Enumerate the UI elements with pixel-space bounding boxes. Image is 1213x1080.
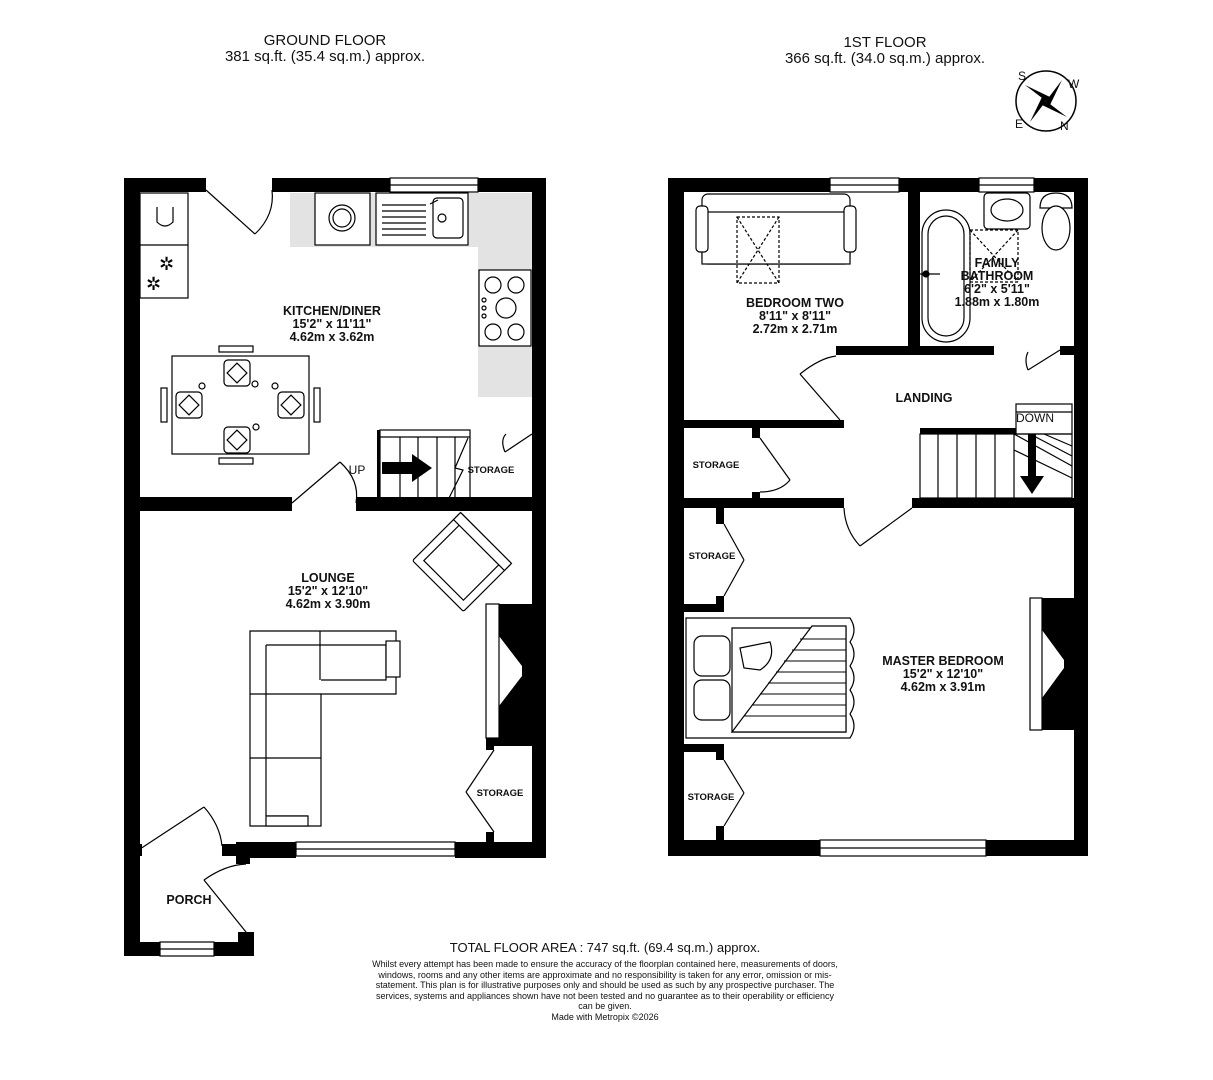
tumble-dryer-icon — [156, 207, 174, 227]
stairs-up-arrow-icon — [382, 454, 432, 482]
first-floor-plan — [668, 177, 1088, 857]
bathroom-name-line1: FAMILY — [975, 256, 1020, 270]
stairs-up-label: UP — [349, 463, 366, 477]
sofa-bed-icon — [695, 193, 857, 284]
first-doors — [723, 349, 1061, 827]
bathroom-name-line2: BATHROOM — [961, 269, 1034, 283]
kitchen-name: KITCHEN/DINER — [283, 304, 381, 318]
first-windows — [819, 177, 1035, 857]
master-hearth — [1029, 597, 1043, 731]
stairs-down-arrow-icon — [1020, 434, 1044, 494]
first-floor-title: 1ST FLOOR — [843, 34, 927, 51]
ground-floor-header: GROUND FLOOR 381 sq.ft. (35.4 sq.m.) app… — [180, 33, 470, 65]
lounge-name: LOUNGE — [301, 571, 354, 585]
ground-walls — [124, 178, 546, 956]
svg-text:✲: ✲ — [159, 254, 174, 275]
washing-machine-icon — [314, 192, 371, 246]
ground-floor-title: GROUND FLOOR — [263, 32, 387, 49]
compass-s: S — [1018, 69, 1026, 83]
master-bedroom-imperial: 15'2" x 12'10" — [903, 667, 983, 681]
first-floor-area: 366 sq.ft. (34.0 sq.m.) approx. — [784, 50, 986, 67]
bedroom-two-metric: 2.72m x 2.71m — [753, 322, 838, 336]
compass: S W E N — [1015, 69, 1080, 133]
first-walls — [668, 178, 1088, 856]
first-stairs — [919, 403, 1073, 499]
master-bedroom-metric: 4.62m x 3.91m — [901, 680, 986, 694]
ground-windows — [159, 177, 479, 957]
kitchen-metric: 4.62m x 3.62m — [290, 330, 375, 344]
kitchen-appliances — [139, 192, 532, 347]
storage-c-label: STORAGE — [688, 792, 735, 803]
toilet-icon — [1039, 192, 1073, 209]
stairs-down-label: DOWN — [1016, 411, 1054, 425]
dining-table-icon — [160, 345, 321, 465]
ground-doors — [139, 189, 533, 933]
armchair-icon — [412, 511, 513, 612]
porch-name: PORCH — [166, 893, 211, 907]
bathroom-metric: 1.88m x 1.80m — [955, 295, 1040, 309]
storage-lounge-label: STORAGE — [477, 788, 524, 799]
bathroom-imperial: 6'2" x 5'11" — [964, 282, 1030, 296]
footer: TOTAL FLOOR AREA : 747 sq.ft. (69.4 sq.m… — [370, 940, 840, 1023]
storage-b-label: STORAGE — [689, 551, 736, 562]
made-with-credit: Made with Metropix ©2026 — [551, 1011, 659, 1022]
bedroom-two-imperial: 8'11" x 8'11" — [759, 309, 831, 323]
bathroom-fittings — [918, 192, 1073, 343]
first-floor-header: 1ST FLOOR 366 sq.ft. (34.0 sq.m.) approx… — [740, 35, 1030, 67]
ground-floor-plan: ✲✲ — [124, 177, 546, 957]
landing-name: LANDING — [896, 391, 953, 405]
lounge-imperial: 15'2" x 12'10" — [288, 584, 368, 598]
compass-w: W — [1068, 77, 1080, 91]
compass-e: E — [1015, 117, 1023, 131]
ground-floor-area: 381 sq.ft. (35.4 sq.m.) approx. — [224, 48, 426, 65]
double-bed-icon — [685, 617, 855, 739]
storage-a-label: STORAGE — [693, 460, 740, 471]
hob-icon — [478, 269, 532, 347]
freezer-snowflake-icons: ✲✲ — [146, 254, 174, 295]
corner-sofa-icon — [249, 630, 401, 827]
bedroom-two-name: BEDROOM TWO — [746, 296, 844, 310]
total-floor-area: TOTAL FLOOR AREA : 747 sq.ft. (69.4 sq.m… — [449, 940, 761, 955]
storage-under-stairs-label: STORAGE — [468, 465, 515, 476]
kitchen-imperial: 15'2" x 11'11" — [293, 317, 372, 331]
lounge-metric: 4.62m x 3.90m — [286, 597, 371, 611]
compass-n: N — [1060, 119, 1069, 133]
sink-icon — [375, 192, 469, 246]
lounge-hearth — [485, 603, 500, 739]
svg-text:✲: ✲ — [146, 274, 161, 295]
disclaimer: Whilst every attempt has been made to en… — [372, 959, 838, 1011]
ground-stairs — [379, 429, 471, 501]
master-bedroom-name: MASTER BEDROOM — [882, 654, 1004, 668]
